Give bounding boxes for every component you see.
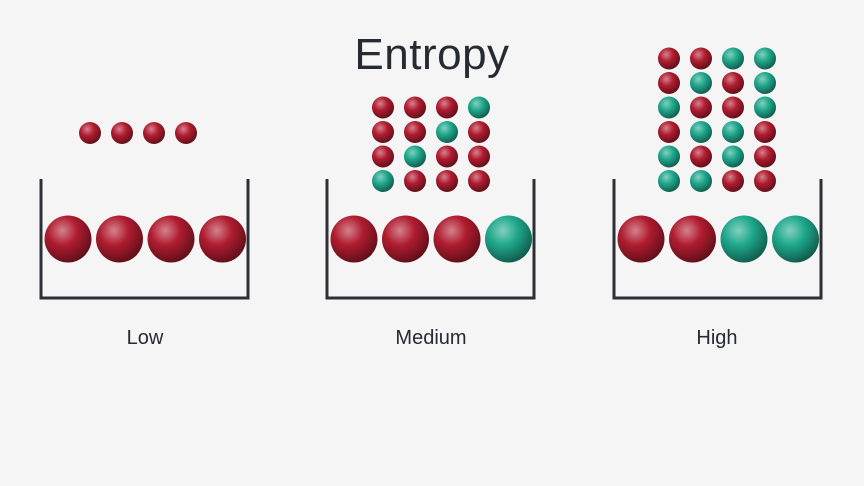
particle-medium bbox=[436, 121, 458, 143]
particle-high bbox=[690, 170, 712, 192]
container-ball-high bbox=[617, 215, 665, 263]
particle-medium bbox=[468, 96, 490, 119]
particle-high bbox=[722, 72, 744, 94]
particle-low bbox=[143, 122, 165, 144]
particle-medium bbox=[404, 121, 426, 143]
container-ball-high bbox=[772, 215, 819, 263]
container-ball-medium bbox=[433, 215, 481, 263]
particle-high bbox=[722, 96, 744, 119]
particle-medium bbox=[404, 145, 426, 168]
particle-high bbox=[658, 96, 680, 119]
particle-medium bbox=[404, 170, 426, 192]
particle-high bbox=[658, 145, 680, 168]
container-ball-medium bbox=[330, 215, 378, 263]
container-ball-low bbox=[147, 215, 195, 263]
particle-low bbox=[175, 122, 197, 144]
particle-high bbox=[658, 47, 680, 70]
particle-low bbox=[111, 122, 133, 144]
particle-medium bbox=[468, 145, 490, 168]
container-ball-high bbox=[669, 215, 716, 263]
particle-medium bbox=[372, 96, 394, 119]
particle-high bbox=[722, 170, 744, 192]
container-medium bbox=[325, 179, 536, 300]
particle-medium bbox=[404, 96, 426, 119]
container-ball-medium bbox=[382, 215, 429, 263]
container-ball-medium bbox=[485, 215, 532, 263]
particle-high bbox=[754, 145, 776, 168]
particle-medium bbox=[468, 170, 490, 192]
container-low bbox=[39, 179, 250, 300]
particle-high bbox=[658, 72, 680, 94]
label-low: Low bbox=[126, 327, 164, 349]
particle-high bbox=[754, 47, 776, 70]
container-ball-high bbox=[720, 215, 768, 263]
particle-medium bbox=[436, 96, 458, 119]
particle-low bbox=[79, 122, 101, 144]
particle-high bbox=[690, 145, 712, 168]
particle-medium bbox=[436, 145, 458, 168]
particle-medium bbox=[372, 145, 394, 168]
container-ball-low bbox=[44, 215, 92, 263]
particle-medium bbox=[468, 121, 490, 143]
diagram-title: Entropy bbox=[354, 30, 510, 79]
label-high: High bbox=[696, 327, 738, 349]
particle-high bbox=[754, 96, 776, 119]
label-medium: Medium bbox=[395, 327, 467, 349]
particle-medium bbox=[372, 170, 394, 192]
particle-high bbox=[722, 121, 744, 143]
particle-high bbox=[754, 170, 776, 192]
particle-high bbox=[658, 170, 680, 192]
particle-high bbox=[722, 47, 744, 70]
particle-high bbox=[754, 72, 776, 94]
particle-high bbox=[690, 47, 712, 70]
particle-high bbox=[690, 96, 712, 119]
particle-high bbox=[658, 121, 680, 143]
container-high bbox=[612, 179, 823, 300]
particle-high bbox=[690, 121, 712, 143]
particle-medium bbox=[372, 121, 394, 143]
particle-high bbox=[754, 121, 776, 143]
container-ball-low bbox=[199, 215, 246, 263]
particle-high bbox=[722, 145, 744, 168]
container-ball-low bbox=[96, 215, 143, 263]
particle-high bbox=[690, 72, 712, 94]
particle-medium bbox=[436, 170, 458, 192]
